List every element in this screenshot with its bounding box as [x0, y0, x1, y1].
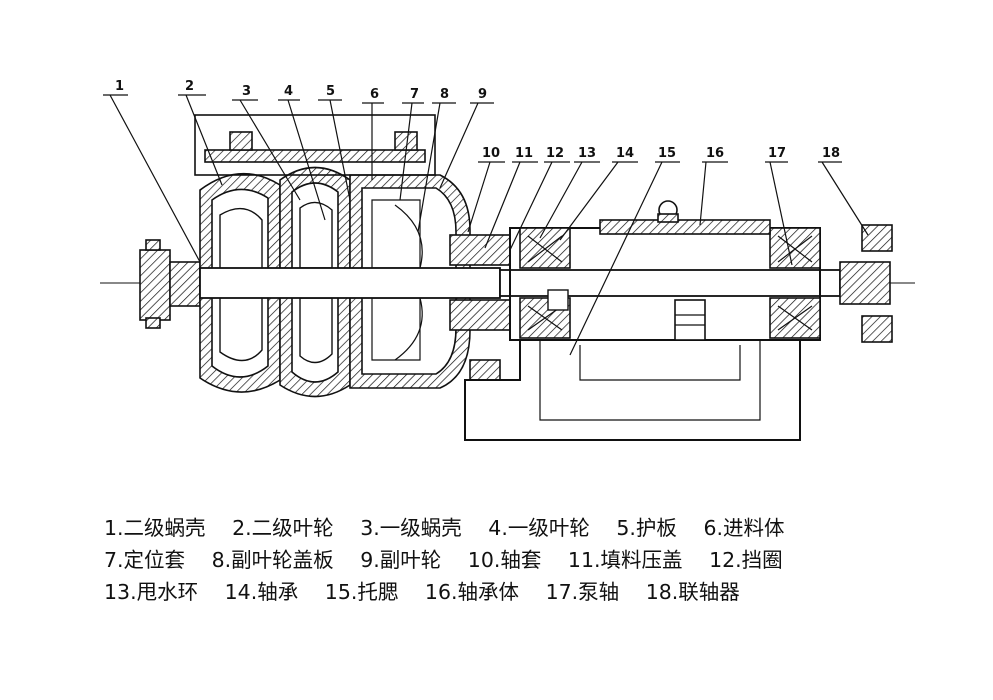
- legend-item: 12.挡圈: [709, 548, 783, 572]
- legend-item: 7.定位套: [104, 548, 186, 572]
- legend-item: 9.副叶轮: [360, 548, 442, 572]
- bearing-housing: [509, 200, 821, 341]
- part-number-9: 9: [478, 87, 487, 102]
- part-number-12: 12: [546, 146, 564, 161]
- legend-item: 1.二级蜗壳: [104, 516, 206, 540]
- legend-row: 7.定位套 8.副叶轮盖板 9.副叶轮 10.轴套 11.填料压盖 12.挡圈: [104, 544, 964, 576]
- parts-legend: 1.二级蜗壳 2.二级叶轮 3.一级蜗壳 4.一级叶轮 5.护板 6.进料体 7…: [104, 512, 964, 608]
- legend-item: 10.轴套: [467, 548, 542, 572]
- legend-item: 13.甩水环: [104, 580, 199, 604]
- part-number-15: 15: [658, 146, 676, 161]
- part-number-7: 7: [410, 87, 419, 102]
- left-flange: [139, 239, 201, 329]
- legend-item: 6.进料体: [703, 516, 785, 540]
- legend-item: 14.轴承: [224, 580, 299, 604]
- part-number-18: 18: [822, 146, 840, 161]
- legend-item: 2.二级叶轮: [232, 516, 334, 540]
- legend-item: 11.填料压盖: [567, 548, 683, 572]
- packing-gland: [449, 234, 511, 381]
- part-number-5: 5: [326, 84, 335, 99]
- tie-bolt: [194, 114, 436, 176]
- legend-item: 16.轴承体: [424, 580, 520, 604]
- legend-item: 15.托腮: [324, 580, 399, 604]
- legend-item: 8.副叶轮盖板: [211, 548, 334, 572]
- legend-item: 4.一级叶轮: [488, 516, 590, 540]
- legend-item: 3.一级蜗壳: [360, 516, 462, 540]
- legend-item: 18.联轴器: [645, 580, 740, 604]
- legend-item: 17.泵轴: [545, 580, 620, 604]
- part-number-11: 11: [515, 146, 533, 161]
- support-bracket: [464, 289, 801, 441]
- part-number-2: 2: [185, 79, 194, 94]
- part-number-17: 17: [768, 146, 786, 161]
- part-number-1: 1: [115, 79, 124, 94]
- pump-shaft: [199, 224, 893, 343]
- part-number-labels: 1 2 3 4 5 6 7 8 9 10 11 12 13 14 15 16 1…: [115, 79, 840, 161]
- part-number-3: 3: [242, 84, 251, 99]
- leader-lines: [103, 94, 869, 356]
- legend-item: 5.护板: [616, 516, 677, 540]
- legend-row: 1.二级蜗壳 2.二级叶轮 3.一级蜗壳 4.一级叶轮 5.护板 6.进料体: [104, 512, 964, 544]
- part-number-4: 4: [284, 84, 293, 99]
- part-number-13: 13: [578, 146, 596, 161]
- part-number-6: 6: [370, 87, 379, 102]
- part-number-14: 14: [616, 146, 634, 161]
- part-number-16: 16: [706, 146, 724, 161]
- part-number-10: 10: [482, 146, 500, 161]
- part-number-8: 8: [440, 87, 449, 102]
- legend-row: 13.甩水环 14.轴承 15.托腮 16.轴承体 17.泵轴 18.联轴器: [104, 576, 964, 608]
